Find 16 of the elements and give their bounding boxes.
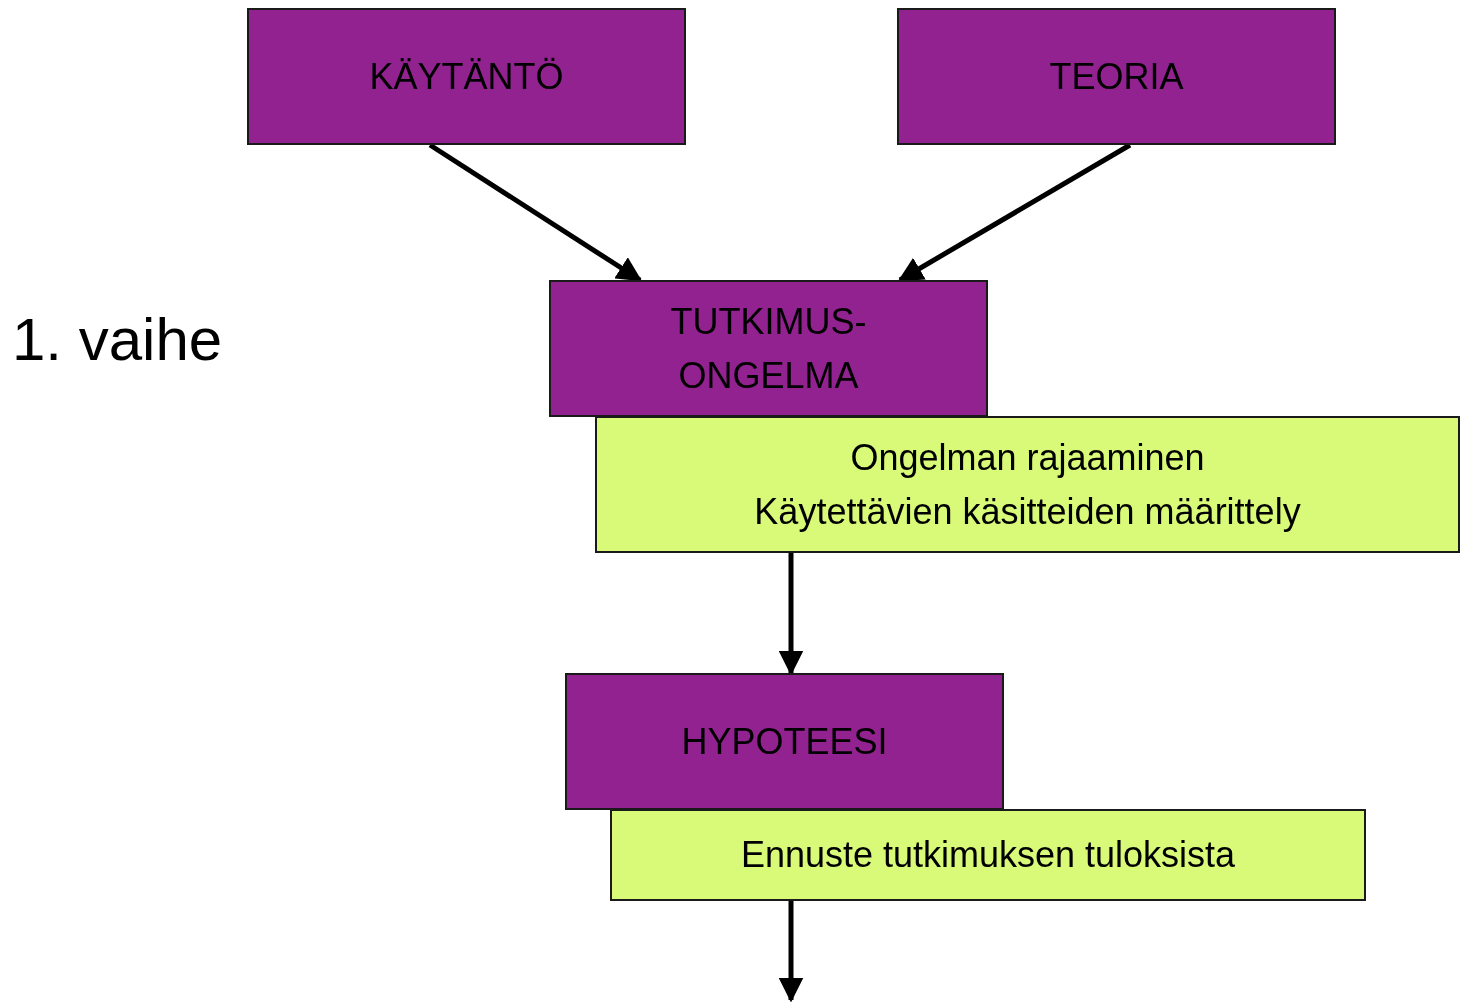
arrow xyxy=(778,553,804,676)
process-box xyxy=(897,8,1336,145)
box-text: TUTKIMUS- ONGELMA xyxy=(669,299,868,398)
process-box xyxy=(549,280,988,417)
arrow xyxy=(778,901,804,1002)
box-text: Ennuste tutkimuksen tuloksista xyxy=(740,833,1236,877)
stage-label: 1. vaihe xyxy=(12,305,223,374)
box-text: Ongelman rajaaminen xyxy=(850,435,1205,480)
box-text: Käytettävien käsitteiden määrittely xyxy=(754,489,1301,534)
box-text: KÄYTÄNTÖ xyxy=(369,54,564,99)
box-text: HYPOTEESI xyxy=(681,719,888,764)
note-box xyxy=(595,416,1460,553)
process-box xyxy=(565,673,1004,810)
note-box xyxy=(610,809,1366,901)
process-box xyxy=(247,8,686,145)
box-text: TEORIA xyxy=(1049,54,1184,99)
